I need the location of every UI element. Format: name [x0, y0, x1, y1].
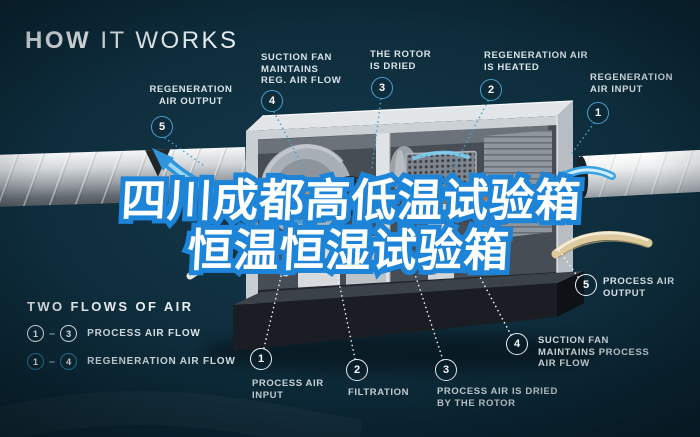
- legend-circle-from: 1: [27, 325, 44, 342]
- legend-separator: –: [49, 327, 56, 340]
- legend-title: TWO FLOWS OF AIR: [27, 299, 194, 314]
- callout-circle-proc-1: 1: [250, 348, 272, 370]
- callout-label-suction-fan-reg: SUCTION FAN MAINTAINS REG. AIR FLOW: [261, 52, 342, 86]
- title-light: IT WORKS: [91, 27, 239, 54]
- legend-label-process: PROCESS AIR FLOW: [87, 328, 201, 339]
- callout-circle-proc-4: 4: [506, 333, 528, 355]
- two-flows-legend: TWO FLOWS OF AIR 1 – 3 PROCESS AIR FLOW …: [27, 299, 236, 370]
- callout-label-reg-air-input: REGENERATION AIR INPUT: [590, 72, 674, 95]
- callout-circle-reg-5: 5: [151, 116, 173, 138]
- legend-row-process: 1 – 3 PROCESS AIR FLOW: [27, 325, 236, 342]
- left-spiral-duct: [0, 147, 247, 207]
- page-title: HOW IT WORKS: [25, 27, 239, 55]
- left-frame: [246, 130, 258, 308]
- callout-circle-reg-4: 4: [261, 90, 283, 112]
- callout-label-filtration: FILTRATION: [348, 387, 410, 398]
- callout-label-process-air-input: PROCESS AIR INPUT: [252, 378, 324, 401]
- legend-circle-to: 4: [60, 353, 78, 370]
- right-side-wall: [557, 101, 573, 290]
- callout-label-reg-air-output: REGENERATION AIR OUTPUT: [149, 84, 233, 107]
- callout-circle-reg-2: 2: [480, 79, 502, 101]
- slatted-panel: [484, 130, 552, 240]
- title-bold: HOW: [25, 27, 92, 54]
- callout-label-process-air-output: PROCESS AIR OUTPUT: [603, 276, 675, 299]
- legend-circle-from: 1: [27, 353, 44, 370]
- callout-circle-proc-3: 3: [435, 359, 457, 381]
- callout-circle-reg-3: 3: [371, 77, 393, 99]
- legend-row-regeneration: 1 – 4 REGENERATION AIR FLOW: [27, 353, 236, 370]
- legend-label-regeneration: REGENERATION AIR FLOW: [87, 356, 236, 367]
- legend-circle-to: 3: [60, 325, 78, 342]
- callout-label-rotor-dried: THE ROTOR IS DRIED: [370, 49, 432, 72]
- callout-label-reg-air-heated: REGENERATION AIR IS HEATED: [484, 50, 589, 73]
- callout-circle-proc-2: 2: [346, 359, 368, 381]
- legend-separator: –: [49, 355, 56, 368]
- callout-label-suction-fan-process: SUCTION FAN MAINTAINS PROCESS AIR FLOW: [538, 335, 650, 369]
- callout-label-process-air-dried: PROCESS AIR IS DRIED BY THE ROTOR: [437, 386, 558, 409]
- callout-circle-reg-1: 1: [587, 102, 609, 124]
- background-swirl: [0, 390, 363, 437]
- callout-circle-proc-5: 5: [575, 274, 597, 296]
